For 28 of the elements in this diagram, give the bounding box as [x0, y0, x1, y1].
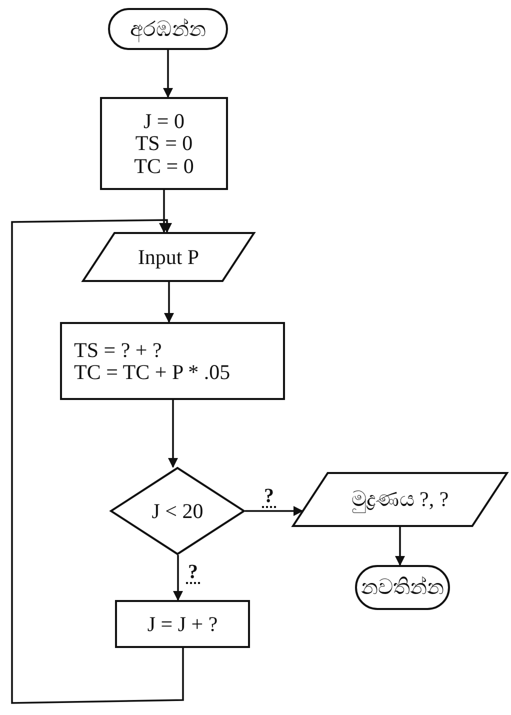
process-box — [100, 97, 228, 190]
node-text: අරඹන්න — [130, 18, 206, 40]
arrow — [164, 282, 174, 323]
stop-terminal — [355, 565, 450, 610]
decision-diamond — [110, 467, 245, 555]
arrow — [168, 400, 178, 468]
arrow — [173, 555, 183, 601]
output-parallelogram — [292, 472, 508, 527]
node-text: මුද්‍රණය ?, ? — [351, 488, 449, 511]
arrow — [245, 506, 304, 516]
node-text: J = J + ? — [147, 612, 218, 636]
process-box — [60, 322, 285, 400]
node-text: නවතින්න — [361, 576, 444, 599]
node-text: J = 0 — [143, 110, 184, 132]
edge-label: ? — [186, 562, 200, 584]
node-text: TC = 0 — [134, 154, 194, 177]
node-text: TC = TC + P * .05 — [74, 361, 230, 384]
edge-label: ? — [262, 486, 276, 508]
process-box — [115, 600, 250, 648]
node-text: TS = 0 — [135, 132, 193, 155]
start-terminal — [108, 8, 228, 50]
arrow — [11, 219, 184, 704]
node-text: Input P — [138, 246, 200, 268]
arrow — [395, 527, 405, 566]
node-text: TS = ? + ? — [74, 338, 162, 361]
node-text: J < 20 — [152, 500, 204, 522]
arrow — [163, 50, 173, 98]
input-parallelogram — [82, 232, 255, 282]
